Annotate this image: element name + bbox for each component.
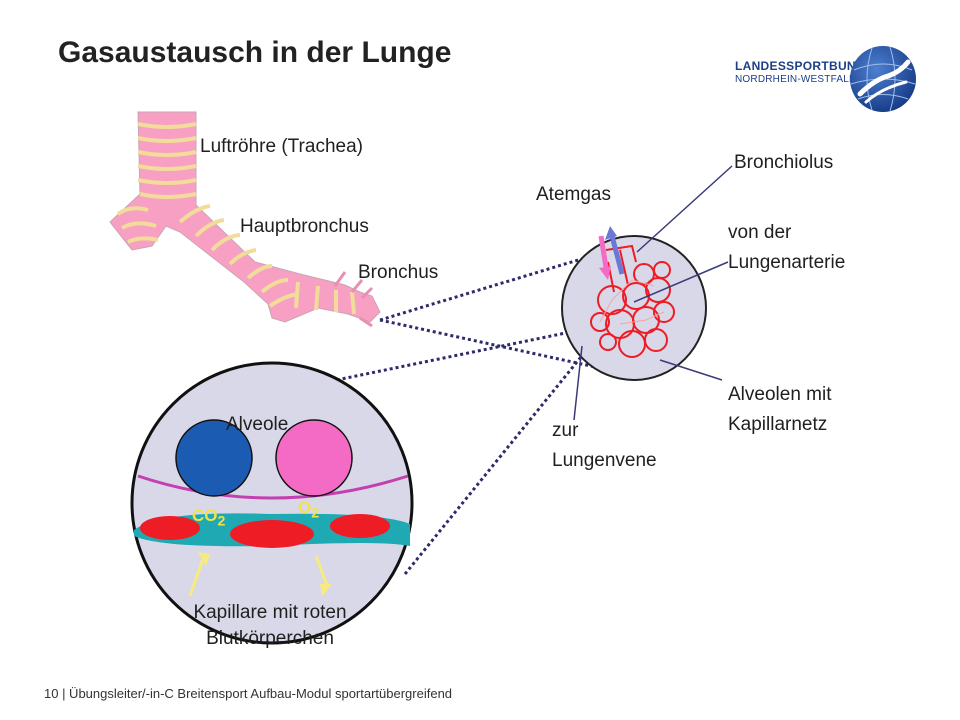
label-lungenarterie-line2: Lungenarterie	[728, 252, 846, 273]
label-bronchus: Bronchus	[358, 262, 439, 283]
trachea-illustration	[109, 111, 381, 328]
logo-globe-icon	[850, 46, 916, 112]
alveole-crosssection	[130, 361, 414, 645]
connector-lines	[277, 252, 601, 575]
label-alveole: Alveole	[226, 414, 289, 435]
label-kapillare-line2: Blutkörperchen	[206, 628, 334, 649]
label-lungenvene: zur Lungenvene	[552, 416, 657, 476]
label-alveolen-line2: Kapillarnetz	[728, 414, 828, 435]
label-lungenarterie-line1: von der	[728, 222, 792, 243]
o2-subscript: 2	[311, 505, 320, 522]
label-o2: O2	[298, 498, 319, 521]
co2-subscript: 2	[217, 513, 226, 530]
label-lungenarterie: von der Lungenarterie	[728, 218, 845, 278]
page-title: Gasaustausch in der Lunge	[58, 36, 452, 69]
co2-text: CO	[192, 506, 218, 525]
logo-text: LANDESSPORTBUND NORDRHEIN-WESTFALEN	[735, 59, 865, 86]
label-co2: CO2	[192, 506, 225, 529]
logo-line-2: NORDRHEIN-WESTFALEN	[735, 74, 864, 85]
label-hauptbronchus: Hauptbronchus	[240, 216, 369, 237]
label-atemgas: Atemgas	[536, 184, 611, 205]
leader-lines	[573, 165, 733, 421]
label-trachea: Luftröhre (Trachea)	[200, 136, 363, 157]
logo-line-1: LANDESSPORTBUND	[735, 59, 865, 73]
label-alveolen: Alveolen mit Kapillarnetz	[728, 380, 832, 440]
label-bronchiolus: Bronchiolus	[734, 152, 834, 173]
label-kapillare: Kapillare mit roten Blutkörperchen	[172, 600, 368, 652]
o2-text: O	[298, 498, 312, 517]
label-lungenvene-line1: zur	[552, 420, 579, 441]
footer-text: 10 | Übungsleiter/-in-C Breitensport Auf…	[44, 686, 453, 701]
alveoli-circle	[561, 226, 707, 381]
label-lungenvene-line2: Lungenvene	[552, 450, 657, 471]
label-kapillare-line1: Kapillare mit roten	[193, 602, 347, 623]
label-alveolen-line1: Alveolen mit	[728, 384, 832, 405]
